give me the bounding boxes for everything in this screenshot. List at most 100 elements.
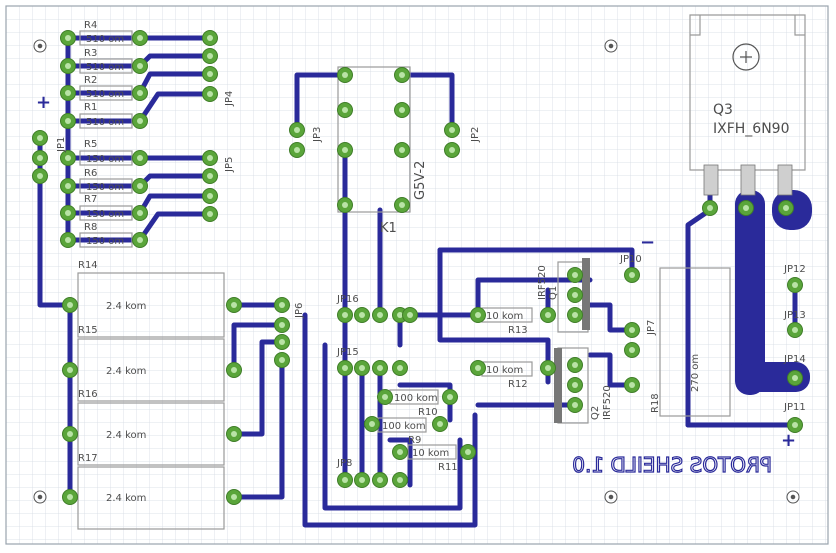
r4-value: 510 om xyxy=(86,34,124,45)
pad-hole xyxy=(231,431,237,437)
pad-hole xyxy=(65,90,71,96)
pad-hole xyxy=(792,327,798,333)
q2-label: Q2 xyxy=(590,406,601,420)
jp3-label: JP3 xyxy=(312,127,323,143)
pad-hole xyxy=(137,63,143,69)
jp4-label: JP4 xyxy=(224,91,235,107)
plus-mark-jp1: + xyxy=(36,92,51,113)
pad-hole xyxy=(475,365,481,371)
r1-label: R1 xyxy=(84,102,97,113)
r7-value: 150 om xyxy=(86,209,124,220)
pad-hole xyxy=(572,382,578,388)
pad-hole xyxy=(545,365,551,371)
pad-hole xyxy=(792,422,798,428)
pad-hole xyxy=(399,202,405,208)
pad-hole xyxy=(792,282,798,288)
pad-hole xyxy=(377,365,383,371)
jp15-label: JP15 xyxy=(336,347,359,358)
r9-value: 100 kom xyxy=(382,421,426,432)
pad-hole xyxy=(407,312,413,318)
pad-hole xyxy=(279,339,285,345)
pad-hole xyxy=(137,155,143,161)
pad-hole xyxy=(629,327,635,333)
minus-mark-jp10: − xyxy=(640,232,655,253)
pad-hole xyxy=(359,477,365,483)
pad-hole xyxy=(475,312,481,318)
r12-label: R12 xyxy=(508,379,528,390)
pad-hole xyxy=(294,147,300,153)
r5-label: R5 xyxy=(84,139,97,150)
r13-value: 10 kom xyxy=(486,311,523,322)
jp13-label: JP13 xyxy=(783,310,806,321)
pad-hole xyxy=(359,365,365,371)
pad-hole xyxy=(207,155,213,161)
jp1-label: JP1 xyxy=(56,137,67,153)
pad-hole xyxy=(342,107,348,113)
board-title: PROTOS SHEILD 1.0 xyxy=(572,452,773,477)
jp12-label: JP12 xyxy=(783,264,806,275)
r2-value: 510 om xyxy=(86,89,124,100)
jp6-label: JP6 xyxy=(294,303,305,319)
r16-value: 2.4 kom xyxy=(106,430,146,441)
pad-hole xyxy=(65,63,71,69)
r14-value: 2.4 kom xyxy=(106,301,146,312)
jp10-label: JP10 xyxy=(619,254,642,265)
pad-hole xyxy=(65,35,71,41)
r11-label: R11 xyxy=(438,462,458,473)
pad-hole xyxy=(65,237,71,243)
pad-hole xyxy=(342,365,348,371)
pad-hole xyxy=(707,205,713,211)
r17-label: R17 xyxy=(78,453,98,464)
pad-hole xyxy=(399,72,405,78)
pad-hole xyxy=(137,35,143,41)
pad-hole xyxy=(399,107,405,113)
pad-hole xyxy=(572,362,578,368)
pad-hole xyxy=(67,494,73,500)
pad-hole xyxy=(207,53,213,59)
polarity-marks: + + − xyxy=(36,92,796,451)
pad-hole xyxy=(137,118,143,124)
pad-hole xyxy=(377,312,383,318)
r10-value: 100 kom xyxy=(394,393,438,404)
r13-label: R13 xyxy=(508,325,528,336)
jp8-label: JP8 xyxy=(336,458,352,469)
pad-hole xyxy=(137,90,143,96)
pad-hole xyxy=(359,312,365,318)
r6-label: R6 xyxy=(84,168,97,179)
pad-hole xyxy=(465,449,471,455)
q3-legs xyxy=(703,164,793,196)
pad-hole xyxy=(342,477,348,483)
pad-hole xyxy=(67,367,73,373)
r15-label: R15 xyxy=(78,325,98,336)
r16-label: R16 xyxy=(78,389,98,400)
pad-hole xyxy=(37,173,43,179)
pad-hole xyxy=(65,183,71,189)
pad-hole xyxy=(279,357,285,363)
r17-value: 2.4 kom xyxy=(106,493,146,504)
pad-hole xyxy=(67,431,73,437)
q3-mount-hole xyxy=(732,43,760,71)
pads xyxy=(32,30,803,505)
pad-hole xyxy=(137,183,143,189)
q3-label: Q3 xyxy=(713,102,733,118)
pad-hole xyxy=(377,477,383,483)
pad-hole xyxy=(231,367,237,373)
pad-hole xyxy=(783,205,789,211)
jp14-label: JP14 xyxy=(783,354,806,365)
jp16-label: JP16 xyxy=(336,294,359,305)
pad-hole xyxy=(629,347,635,353)
q1-label: Q1 xyxy=(548,286,559,300)
jp5-label: JP5 xyxy=(224,157,235,173)
pad-hole xyxy=(65,118,71,124)
pad-hole xyxy=(449,127,455,133)
r18-label: R18 xyxy=(650,393,661,413)
r14-label: R14 xyxy=(78,260,98,271)
r3-label: R3 xyxy=(84,48,97,59)
r12-value: 10 kom xyxy=(486,365,523,376)
pad-hole xyxy=(231,302,237,308)
title-text: PROTOS SHEILD 1.0 xyxy=(572,453,772,477)
pad-hole xyxy=(207,193,213,199)
r18-value: 270 om xyxy=(690,354,701,392)
r3-value: 510 om xyxy=(86,62,124,73)
board-outline xyxy=(5,5,829,545)
